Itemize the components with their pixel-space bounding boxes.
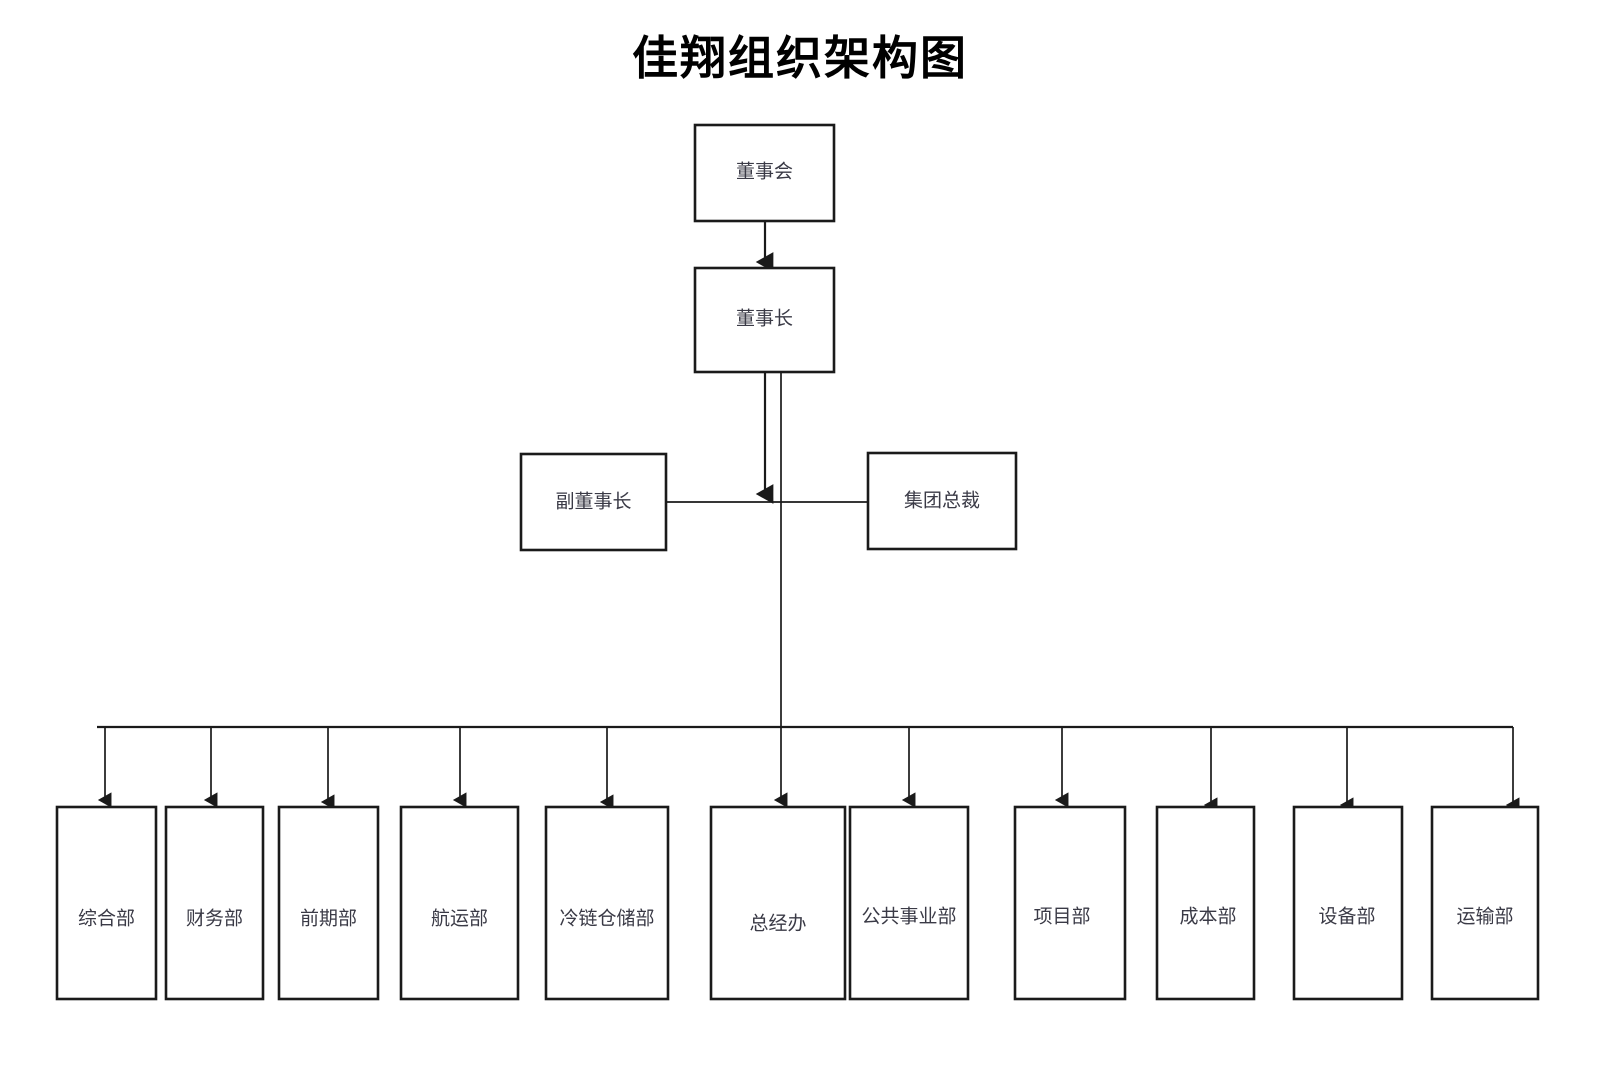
node-label-dept-cost: 成本部 bbox=[1179, 905, 1236, 927]
node-box-chairman[interactable] bbox=[693, 266, 836, 374]
node-chairman[interactable]: 董事长 bbox=[693, 266, 836, 374]
node-box-vice-chairman[interactable] bbox=[519, 452, 668, 552]
node-label-dept-general-affairs: 综合部 bbox=[78, 907, 135, 929]
node-dept-general-manager-office[interactable]: 总经办 bbox=[709, 805, 847, 1001]
node-label-dept-cold-chain-warehouse: 冷链仓储部 bbox=[559, 907, 654, 929]
page-title: 佳翔组织架构图 bbox=[632, 33, 968, 84]
node-dept-cold-chain-warehouse[interactable]: 冷链仓储部 bbox=[544, 805, 670, 1001]
node-box-dept-shipping[interactable] bbox=[399, 805, 520, 1001]
node-label-dept-public-utilities: 公共事业部 bbox=[861, 905, 956, 927]
node-box-dept-finance[interactable] bbox=[164, 805, 265, 1001]
node-dept-cost[interactable]: 成本部 bbox=[1155, 805, 1256, 1001]
node-box-dept-general-affairs[interactable] bbox=[55, 805, 158, 1001]
node-dept-equipment[interactable]: 设备部 bbox=[1292, 805, 1404, 1001]
node-box-board[interactable] bbox=[693, 123, 836, 223]
node-dept-project[interactable]: 项目部 bbox=[1013, 805, 1127, 1001]
node-box-dept-cold-chain-warehouse[interactable] bbox=[544, 805, 670, 1001]
connector-group bbox=[97, 221, 1520, 813]
node-label-dept-shipping: 航运部 bbox=[431, 907, 488, 929]
node-label-dept-transport: 运输部 bbox=[1456, 905, 1513, 927]
node-vice-chairman[interactable]: 副董事长 bbox=[519, 452, 668, 552]
node-box-dept-transport[interactable] bbox=[1430, 805, 1540, 1001]
node-label-dept-equipment: 设备部 bbox=[1318, 905, 1375, 927]
node-label-dept-finance: 财务部 bbox=[186, 907, 243, 929]
node-dept-finance[interactable]: 财务部 bbox=[164, 805, 265, 1001]
node-label-vice-chairman: 副董事长 bbox=[555, 490, 631, 512]
node-box-dept-cost[interactable] bbox=[1155, 805, 1256, 1001]
node-label-dept-preliminary: 前期部 bbox=[300, 907, 357, 929]
node-board[interactable]: 董事会 bbox=[693, 123, 836, 223]
node-box-dept-project[interactable] bbox=[1013, 805, 1127, 1001]
node-dept-preliminary[interactable]: 前期部 bbox=[277, 805, 380, 1001]
node-dept-public-utilities[interactable]: 公共事业部 bbox=[848, 805, 970, 1001]
node-label-dept-project: 项目部 bbox=[1033, 905, 1090, 927]
node-box-group-president[interactable] bbox=[866, 451, 1018, 551]
node-group-president[interactable]: 集团总裁 bbox=[866, 451, 1018, 551]
node-label-group-president: 集团总裁 bbox=[904, 489, 980, 511]
node-label-board: 董事会 bbox=[736, 160, 793, 182]
node-dept-general-affairs[interactable]: 综合部 bbox=[55, 805, 158, 1001]
node-label-chairman: 董事长 bbox=[736, 307, 793, 329]
node-label-dept-general-manager-office: 总经办 bbox=[749, 912, 806, 934]
node-box-dept-equipment[interactable] bbox=[1292, 805, 1404, 1001]
node-box-dept-public-utilities[interactable] bbox=[848, 805, 970, 1001]
node-box-dept-general-manager-office[interactable] bbox=[709, 805, 847, 1001]
node-box-dept-preliminary[interactable] bbox=[277, 805, 380, 1001]
node-dept-transport[interactable]: 运输部 bbox=[1430, 805, 1540, 1001]
node-dept-shipping[interactable]: 航运部 bbox=[399, 805, 520, 1001]
